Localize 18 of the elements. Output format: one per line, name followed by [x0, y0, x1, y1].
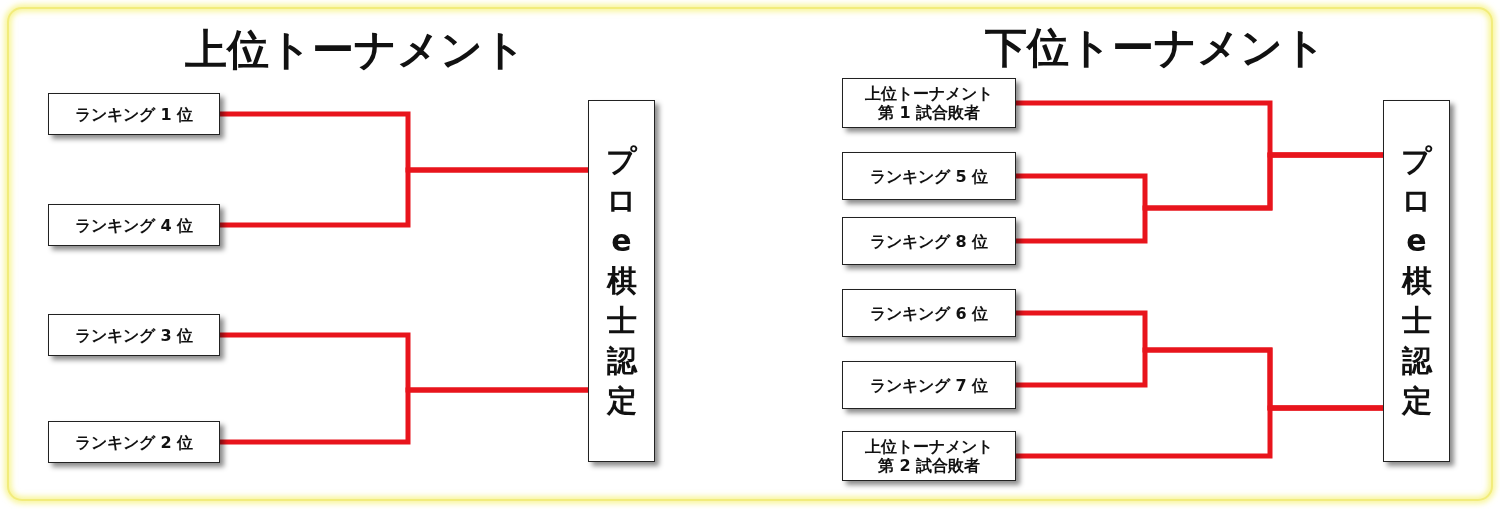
bracket-line [1016, 405, 1383, 459]
bracket-line [1016, 152, 1383, 244]
entrant-box: ランキング 6 位 [842, 289, 1016, 337]
result-box: プロe棋士認定 [1383, 100, 1450, 462]
entrant-box: ランキング 5 位 [842, 152, 1016, 200]
entrant-box: ランキング 2 位 [48, 421, 220, 463]
entrant-box: 上位トーナメント第 2 試合敗者 [842, 431, 1016, 481]
bracket-line [220, 387, 588, 445]
entrant-box: ランキング 1 位 [48, 93, 220, 135]
result-box: プロe棋士認定 [588, 100, 655, 462]
entrant-box: ランキング 7 位 [842, 361, 1016, 409]
bracket-title: 下位トーナメント [985, 22, 1326, 74]
entrant-box: 上位トーナメント第 1 試合敗者 [842, 78, 1016, 128]
bracket-title: 上位トーナメント [185, 24, 526, 76]
entrant-box: ランキング 4 位 [48, 204, 220, 246]
entrant-box: ランキング 3 位 [48, 314, 220, 356]
bracket-line [220, 167, 588, 228]
entrant-box: ランキング 8 位 [842, 217, 1016, 265]
